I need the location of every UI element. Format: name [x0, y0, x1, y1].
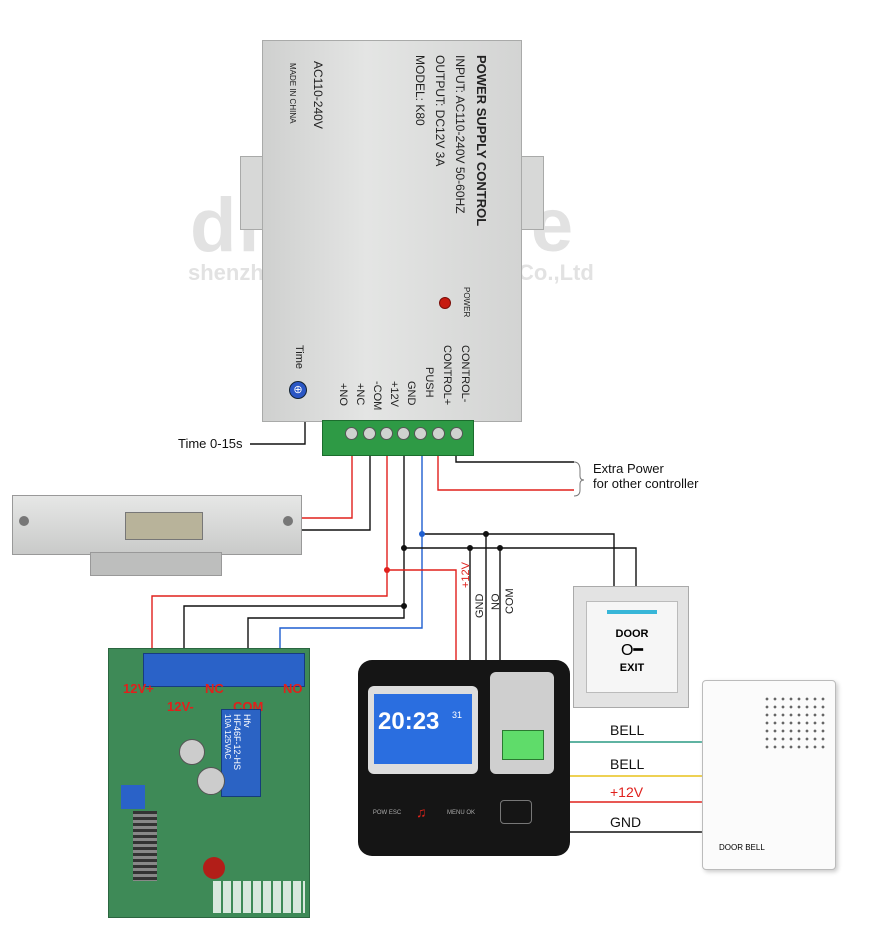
rf-receiver-board: 12V+ NC NO 12V- COM Hfv HF46F-12-HS 10A … [108, 648, 310, 918]
electric-strike-plate [12, 495, 302, 555]
psu-output: OUTPUT: DC12V 3A [433, 55, 447, 167]
power-supply-box: POWER SUPPLY CONTROL INPUT: AC110-240V 5… [262, 40, 522, 422]
strike-hole-icon [283, 516, 293, 526]
wire-extra-red [437, 454, 574, 491]
wire-label-no: NO [490, 593, 502, 611]
bell-wire-label-2: BELL [610, 756, 645, 772]
strike-latch [125, 512, 203, 540]
extra-power-label: Extra Power [593, 461, 664, 476]
junction-dot [419, 531, 425, 537]
junction-dot [497, 545, 503, 551]
terminal-screw[interactable] [363, 427, 376, 440]
psu-terminal-label: CONTROL- [459, 345, 471, 403]
fp-time: 20:23 [378, 708, 440, 735]
time-range-label: Time 0-15s [178, 436, 243, 451]
junction-dot [467, 545, 473, 551]
wire-label-gnd: GND [474, 593, 486, 618]
psu-terminal-label: PUSH [423, 367, 435, 398]
wire-time-pointer [250, 420, 306, 445]
junction-dot [483, 531, 489, 537]
relay-rating: 10A 125VAC [223, 714, 232, 760]
bell-speaker-grille [763, 695, 827, 751]
extra-power-brace [573, 461, 585, 497]
bell-icon[interactable]: ♫ [416, 804, 427, 820]
bell-wire-label-1: BELL [610, 722, 645, 738]
wire-recv-12v-neg [183, 454, 405, 658]
psu-ac: AC110-240V [311, 61, 325, 129]
terminal-screw[interactable] [380, 427, 393, 440]
relay-model: HF46F-12-HS [232, 714, 242, 771]
wire-recv-com [247, 606, 405, 658]
relay-brand: Hfv [242, 714, 252, 728]
wire-strike-nc [300, 454, 353, 519]
time-knob-icon[interactable]: ⊕ [289, 381, 307, 399]
psu-terminal-label: CONTROL+ [441, 345, 453, 406]
fp-menu-button[interactable]: MENU OK [446, 810, 475, 816]
psu-power-label: POWER [462, 287, 471, 318]
rfid-icon [500, 800, 532, 824]
relay: Hfv HF46F-12-HS 10A 125VAC [221, 709, 261, 797]
crystal [203, 857, 225, 879]
strike-body [90, 552, 222, 576]
wire-label-com: COM [504, 588, 516, 614]
wire-label-plus12v: +12V [460, 562, 472, 588]
receiver-label-nc: NC [205, 681, 224, 696]
psu-terminal-label: +NC [354, 383, 366, 406]
psu-terminal-block [322, 420, 474, 456]
terminal-screw[interactable] [450, 427, 463, 440]
exit-indicator [607, 610, 657, 614]
power-led [439, 297, 451, 309]
antenna-coil [133, 811, 157, 881]
fp-pow-button[interactable]: POW ESC [372, 810, 402, 816]
receiver-label-12v-pos: 12V+ [123, 681, 154, 696]
fingerprint-reader: 20:23 31 POW ESC ♫ MENU OK [358, 660, 570, 856]
terminal-screw[interactable] [414, 427, 427, 440]
terminal-screw[interactable] [397, 427, 410, 440]
key-icon: O━ [620, 642, 644, 659]
bell-wire-label-gnd: GND [610, 814, 642, 830]
receiver-label-12v-neg: 12V- [167, 699, 194, 714]
junction-dot [401, 545, 407, 551]
exit-door-label: DOOR [615, 628, 649, 640]
wire-strike-com [300, 454, 371, 531]
terminal-screw[interactable] [432, 427, 445, 440]
wire-extra-black [455, 454, 574, 463]
dip-grid [213, 881, 305, 913]
fingerprint-sensor[interactable] [502, 730, 544, 760]
psu-terminal-label: +12V [388, 381, 400, 407]
strike-hole-icon [19, 516, 29, 526]
wire-fp-gnd [404, 547, 637, 586]
wire-recv-12v-pos [151, 454, 388, 658]
psu-mount-ear-right [518, 156, 544, 230]
psu-terminal-label: -COM [371, 381, 383, 411]
wire-fp-no [422, 533, 615, 586]
door-bell: DOOR BELL [702, 680, 836, 870]
exit-button-face[interactable]: DOOR O━ EXIT [586, 601, 678, 693]
extra-power-sub-label: for other controller [593, 476, 699, 491]
capacitor [179, 739, 205, 765]
door-bell-label: DOOR BELL [719, 843, 765, 852]
junction-dot [401, 603, 407, 609]
capacitor [197, 767, 225, 795]
wire-fp-plus12v [387, 569, 457, 660]
fp-seconds: 31 [452, 710, 463, 720]
receiver-label-no: NO [283, 681, 303, 696]
wire-recv-no [279, 454, 423, 658]
fp-screen: 20:23 31 [374, 694, 472, 764]
junction-dot [384, 567, 390, 573]
psu-terminal-label: +NO [337, 383, 349, 406]
potentiometer[interactable] [121, 785, 145, 809]
exit-exit-label: EXIT [619, 662, 645, 674]
terminal-screw[interactable] [345, 427, 358, 440]
psu-model: MODEL: K80 [413, 55, 427, 126]
psu-time-label: Time [293, 345, 305, 370]
psu-input: INPUT: AC110-240V 50-60HZ [453, 55, 467, 214]
bell-wire-label-12v: +12V [610, 784, 644, 800]
psu-made-in: MADE IN CHINA [288, 63, 297, 124]
psu-terminal-label: GND [405, 381, 417, 406]
door-exit-button[interactable]: DOOR O━ EXIT [573, 586, 689, 708]
receiver-terminal-block [143, 653, 305, 687]
psu-title: POWER SUPPLY CONTROL [474, 55, 489, 227]
